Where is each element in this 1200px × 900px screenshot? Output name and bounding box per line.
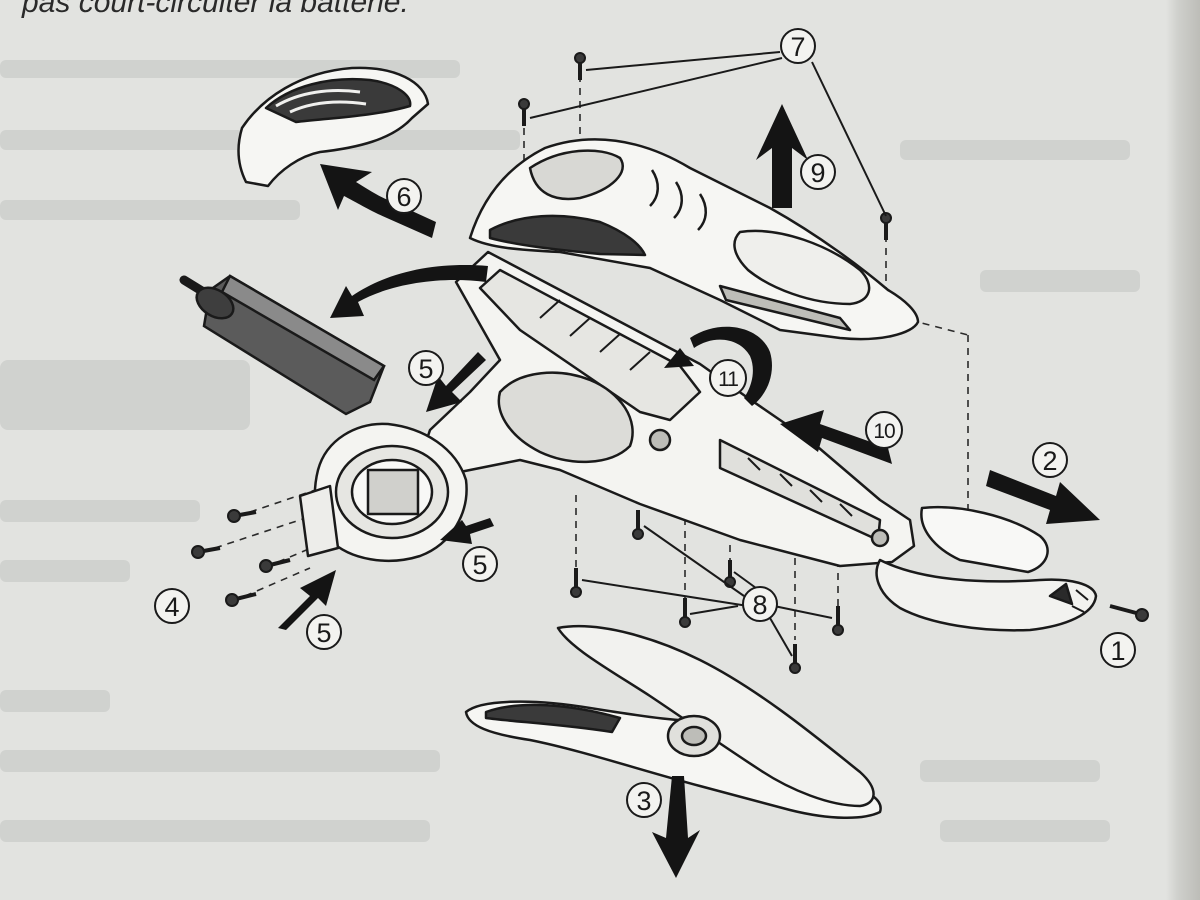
screw-head-2 xyxy=(191,545,221,559)
svg-text:1: 1 xyxy=(1110,636,1125,666)
svg-text:10: 10 xyxy=(873,420,895,443)
rotation-arrow-11 xyxy=(664,326,772,406)
battery xyxy=(179,274,386,416)
svg-text:9: 9 xyxy=(810,158,825,188)
callout-5-lower: 5 xyxy=(306,614,342,650)
callout-6: 6 xyxy=(386,178,422,214)
callout-1: 1 xyxy=(1100,632,1136,668)
page-edge-shadow xyxy=(1166,0,1200,900)
screw-top-3 xyxy=(880,212,892,240)
svg-text:6: 6 xyxy=(396,182,411,212)
callout-7: 7 xyxy=(780,28,816,64)
arrow-3-down xyxy=(652,776,700,878)
screw-bottom-1 xyxy=(570,568,582,598)
svg-text:5: 5 xyxy=(316,618,331,648)
callout-10: 10 xyxy=(865,411,903,449)
arrow-6-curved xyxy=(320,164,436,238)
top-text: pas court-circuiter la batterie. xyxy=(22,0,409,19)
callout-5-upper: 5 xyxy=(408,350,444,386)
rear-cap xyxy=(875,506,1098,632)
svg-text:3: 3 xyxy=(636,786,651,816)
svg-text:5: 5 xyxy=(472,550,487,580)
svg-text:11: 11 xyxy=(718,368,738,391)
svg-text:2: 2 xyxy=(1042,446,1057,476)
arrow-2-right xyxy=(986,470,1100,524)
svg-text:7: 7 xyxy=(790,32,805,62)
callout-11: 11 xyxy=(709,359,747,397)
svg-text:8: 8 xyxy=(752,590,767,620)
leader-lines xyxy=(529,51,887,657)
screw-rear xyxy=(1109,604,1149,622)
svg-text:4: 4 xyxy=(164,592,179,622)
arrow-5-down xyxy=(426,352,486,412)
screw-head-4 xyxy=(225,592,257,607)
arrow-5-upright xyxy=(278,570,336,630)
screws xyxy=(191,52,1149,674)
screw-bottom-5 xyxy=(789,644,801,674)
screw-head-3 xyxy=(259,558,291,573)
upper-housing xyxy=(468,138,920,341)
callout-9: 9 xyxy=(800,154,836,190)
screw-bottom-6 xyxy=(832,606,844,636)
arrow-battery-curved xyxy=(330,265,488,318)
callout-2: 2 xyxy=(1032,442,1068,478)
lower-housing xyxy=(464,624,882,819)
screw-top-2 xyxy=(518,98,530,126)
callout-3: 3 xyxy=(626,782,662,818)
arrow-5-left xyxy=(440,518,494,544)
screw-head-1 xyxy=(227,509,257,523)
callout-4: 4 xyxy=(154,588,190,624)
screw-top-1 xyxy=(574,52,586,80)
show-through-text xyxy=(0,60,1140,842)
callout-5-middle: 5 xyxy=(462,546,498,582)
callout-8: 8 xyxy=(742,586,778,622)
front-cover-piece xyxy=(237,66,430,188)
svg-text:5: 5 xyxy=(418,354,433,384)
head-unit xyxy=(298,422,468,562)
main-chassis xyxy=(418,250,916,568)
arrow-10-left xyxy=(780,410,892,464)
screw-bottom-3 xyxy=(679,598,691,628)
arrow-9-up xyxy=(756,104,808,208)
screw-bottom-2 xyxy=(632,510,644,540)
motion-arrows xyxy=(278,104,1100,878)
